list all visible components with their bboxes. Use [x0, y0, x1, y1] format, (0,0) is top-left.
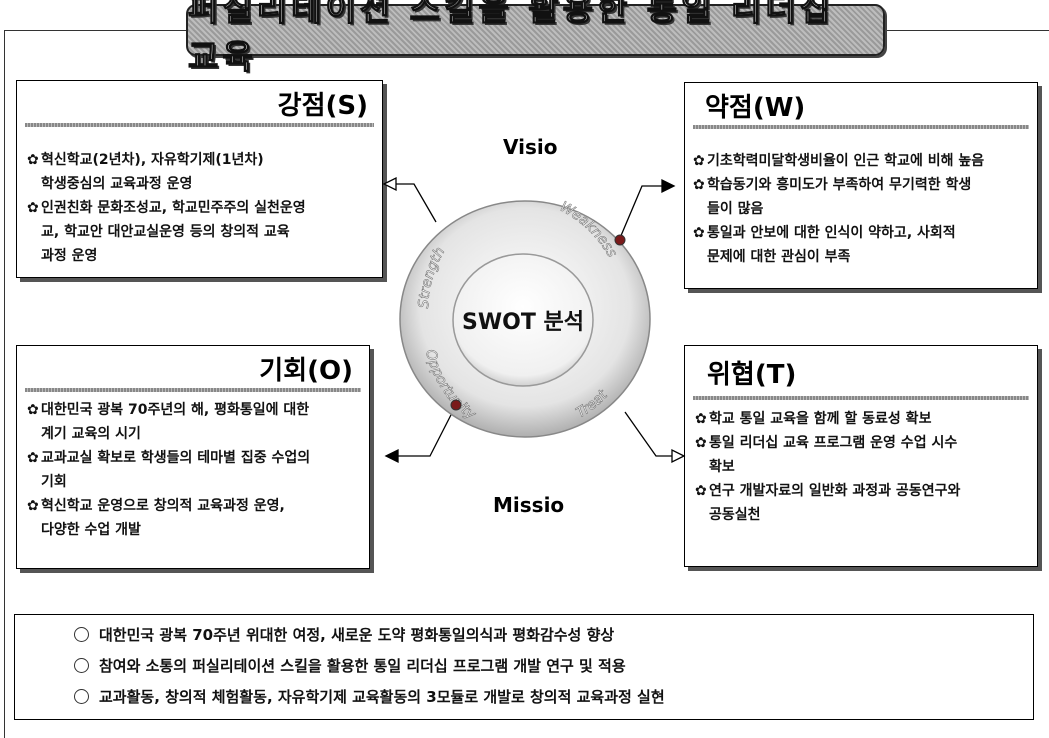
goal-1-text: 대한민국 광복 70주년 위대한 여정, 새로운 도약 평화통일의식과 평화감수…: [99, 626, 615, 644]
flower-bullet-icon: ✿: [27, 402, 39, 418]
strength-heading: 강점(S): [277, 91, 368, 121]
flower-bullet-icon: ✿: [27, 498, 39, 514]
strength-item-2-line-3: 과정 운영: [27, 245, 97, 268]
threat-item-text: 연구 개발자료의 일반화 과정과 공동연구와: [709, 483, 961, 499]
opportunity-rule: [25, 388, 361, 392]
weakness-item-2-line-2: 들이 많음: [693, 198, 763, 221]
threat-item-2-line-2: 확보: [695, 456, 735, 479]
strength-item-text: 교, 학교안 대안교실운영 등의 창의적 교육: [41, 224, 290, 240]
opportunity-marker: [450, 399, 462, 411]
arrow-to-strength: [392, 183, 437, 223]
opportunity-item-text: 대한민국 광복 70주년의 해, 평화통일에 대한: [41, 402, 310, 418]
weakness-item-3-line-1: ✿통일과 안보에 대한 인식이 약하고, 사회적: [693, 222, 956, 245]
threat-item-text: 통일 리더십 교육 프로그램 운영 수업 시수: [709, 435, 958, 451]
swot-center-label: SWOT 분석: [462, 310, 584, 335]
weakness-box: 약점(W) ✿기초학력미달학생비율이 인근 학교에 비해 높음✿학습동기와 흥미…: [684, 82, 1038, 289]
page-title: 퍼실리테이션 스킬을 활용한 통일 리더십 교육: [187, 0, 835, 77]
circle-bullet-icon: [74, 627, 89, 642]
flower-bullet-icon: ✿: [693, 225, 705, 241]
opportunity-item-3-line-2: 다양한 수업 개발: [27, 519, 141, 542]
title-banner: 퍼실리테이션 스킬을 활용한 통일 리더십 교육: [186, 0, 885, 77]
threat-box: 위협(T) ✿학교 통일 교육을 함께 할 동료성 확보✿통일 리더십 교육 프…: [684, 345, 1038, 567]
weakness-item-2-line-1: ✿학습동기와 흥미도가 부족하여 무기력한 학생: [693, 174, 971, 197]
flower-bullet-icon: ✿: [695, 483, 707, 499]
opportunity-item-1-line-1: ✿대한민국 광복 70주년의 해, 평화통일에 대한: [27, 399, 309, 422]
arrowhead-opportunity: [384, 448, 399, 464]
threat-item-text: 확보: [709, 459, 735, 475]
strength-item-2-line-1: ✿인권친화 문화조성교, 학교민주주의 실천운영: [27, 197, 306, 220]
opportunity-item-text: 계기 교육의 시기: [41, 426, 141, 442]
goals-box: [14, 614, 1034, 720]
strength-item-text: 인권친화 문화조성교, 학교민주주의 실천운영: [41, 200, 306, 216]
strength-rule: [25, 123, 374, 127]
threat-item-text: 공동실천: [709, 507, 761, 523]
threat-item-3-line-1: ✿연구 개발자료의 일반화 과정과 공동연구와: [695, 480, 960, 503]
arrowhead-strength: [382, 176, 397, 192]
threat-rule: [693, 396, 1029, 400]
arrow-to-weakness: [619, 185, 664, 239]
strength-item-1-line-2: 학생중심의 교육과정 운영: [27, 173, 192, 196]
goal-3: 교과활동, 창의적 체험활동, 자유학기제 교육활동의 3모듈로 개발로 창의적…: [74, 686, 665, 707]
arrow-to-opportunity: [396, 406, 456, 457]
goal-2-text: 참여와 소통의 퍼실리테이션 스킬을 활용한 통일 리더십 프로그램 개발 연구…: [99, 657, 626, 675]
vision-label: Visio: [503, 135, 558, 159]
opportunity-item-3-line-1: ✿혁신학교 운영으로 창의적 교육과정 운영,: [27, 495, 285, 518]
threat-item-1-line-1: ✿학교 통일 교육을 함께 할 동료성 확보: [695, 408, 931, 431]
flower-bullet-icon: ✿: [27, 450, 39, 466]
opportunity-item-text: 교과교실 확보로 학생들의 테마별 집중 수업의: [41, 450, 311, 466]
opportunity-item-text: 혁신학교 운영으로 창의적 교육과정 운영,: [41, 498, 285, 514]
threat-item-3-line-2: 공동실천: [695, 504, 761, 527]
opportunity-item-text: 기회: [41, 474, 67, 490]
strength-item-2-line-2: 교, 학교안 대안교실운영 등의 창의적 교육: [27, 221, 290, 244]
arrowhead-weakness: [661, 178, 676, 194]
weakness-rule: [693, 125, 1029, 129]
flower-bullet-icon: ✿: [693, 177, 705, 193]
strength-box: 강점(S) ✿혁신학교(2년차), 자유학기제(1년차)학생중심의 교육과정 운…: [16, 80, 383, 278]
goal-2: 참여와 소통의 퍼실리테이션 스킬을 활용한 통일 리더십 프로그램 개발 연구…: [74, 655, 626, 676]
threat-item-2-line-1: ✿통일 리더십 교육 프로그램 운영 수업 시수: [695, 432, 957, 455]
flower-bullet-icon: ✿: [27, 152, 39, 168]
strength-item-text: 학생중심의 교육과정 운영: [41, 176, 193, 192]
circle-bullet-icon: [74, 658, 89, 673]
opportunity-item-2-line-2: 기회: [27, 471, 67, 494]
weakness-item-3-line-2: 문제에 대한 관심이 부족: [693, 246, 850, 269]
weakness-item-text: 기초학력미달학생비율이 인근 학교에 비해 높음: [707, 153, 985, 169]
weakness-item-1-line-1: ✿기초학력미달학생비율이 인근 학교에 비해 높음: [693, 150, 984, 173]
arrowhead-threat: [671, 448, 686, 464]
outer-frame-left: [4, 30, 5, 738]
strength-item-text: 혁신학교(2년차), 자유학기제(1년차): [41, 152, 264, 168]
goal-1: 대한민국 광복 70주년 위대한 여정, 새로운 도약 평화통일의식과 평화감수…: [74, 624, 614, 645]
weakness-item-text: 학습동기와 흥미도가 부족하여 무기력한 학생: [707, 177, 972, 193]
flower-bullet-icon: ✿: [693, 153, 705, 169]
inner-circle: [452, 253, 594, 387]
circle-bullet-icon: [74, 689, 89, 704]
opportunity-item-2-line-1: ✿교과교실 확보로 학생들의 테마별 집중 수업의: [27, 447, 310, 470]
strength-item-1-line-1: ✿혁신학교(2년차), 자유학기제(1년차): [27, 149, 264, 172]
weakness-marker: [614, 234, 626, 246]
opportunity-item-text: 다양한 수업 개발: [41, 522, 141, 538]
flower-bullet-icon: ✿: [695, 411, 707, 427]
opportunity-item-1-line-2: 계기 교육의 시기: [27, 423, 141, 446]
flower-bullet-icon: ✿: [695, 435, 707, 451]
threat-heading: 위협(T): [707, 360, 797, 390]
flower-bullet-icon: ✿: [27, 200, 39, 216]
arrows: [382, 176, 686, 464]
weakness-item-text: 통일과 안보에 대한 인식이 약하고, 사회적: [707, 225, 956, 241]
weakness-heading: 약점(W): [705, 93, 806, 123]
strength-item-text: 과정 운영: [41, 248, 98, 264]
weakness-item-text: 문제에 대한 관심이 부족: [707, 249, 851, 265]
threat-item-text: 학교 통일 교육을 함께 할 동료성 확보: [709, 411, 932, 427]
opportunity-heading: 기회(O): [259, 356, 353, 386]
weakness-item-text: 들이 많음: [707, 201, 764, 217]
arrow-to-threat: [624, 411, 674, 457]
goal-3-text: 교과활동, 창의적 체험활동, 자유학기제 교육활동의 3모듈로 개발로 창의적…: [99, 688, 665, 706]
mission-label: Missio: [493, 493, 565, 517]
